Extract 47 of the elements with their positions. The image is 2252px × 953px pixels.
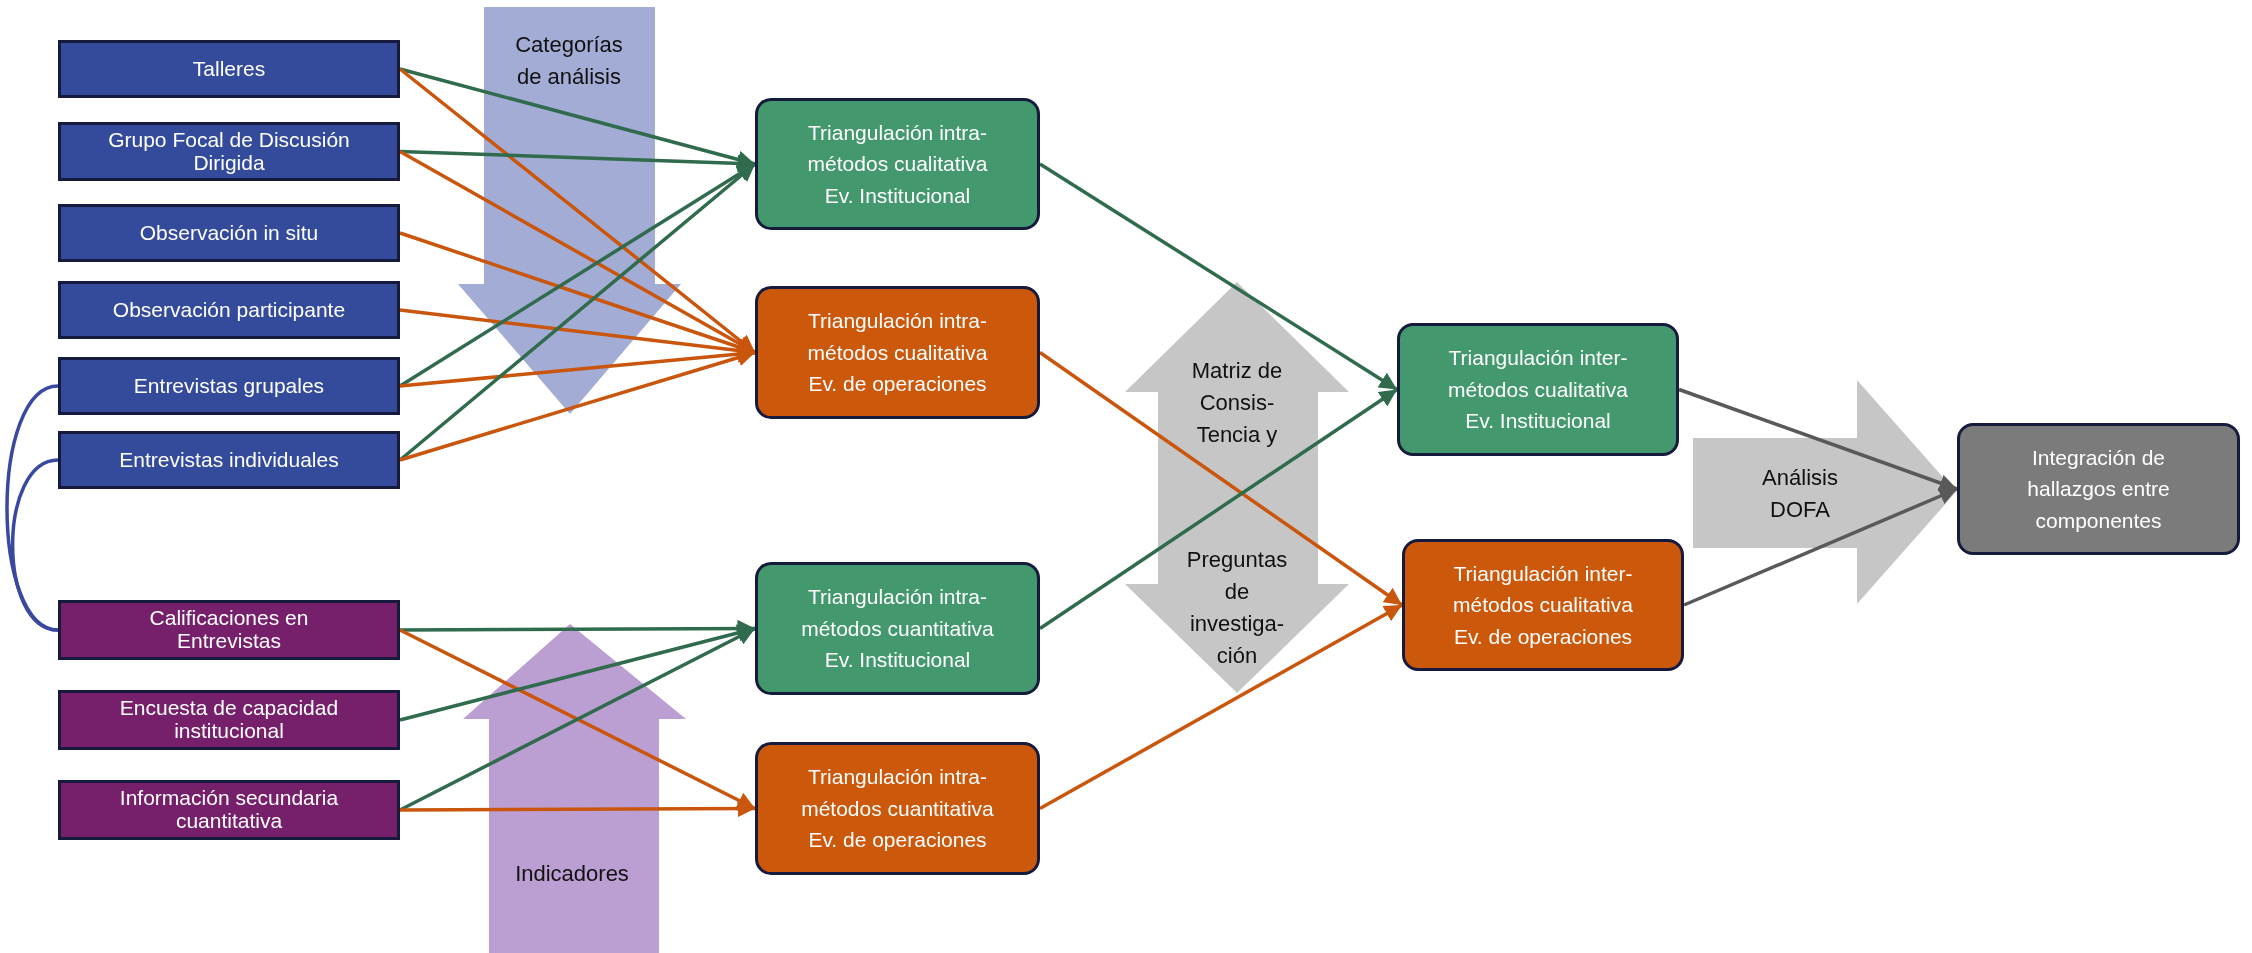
- box-label: Calificaciones en Entrevistas: [148, 607, 310, 653]
- arrow: [1039, 162, 1398, 391]
- process-box: [1402, 539, 1684, 671]
- arrow: [400, 799, 755, 818]
- box-label: Talleres: [192, 57, 266, 81]
- box-label: Integración de hallazgos entre componentes: [2026, 444, 2171, 534]
- process-box: [58, 204, 400, 262]
- process-box: [755, 742, 1040, 875]
- arrow: [1039, 351, 1403, 607]
- process-box: [755, 286, 1040, 419]
- process-box: [58, 780, 400, 840]
- process-box: [755, 98, 1040, 230]
- arrow: [1678, 387, 1958, 492]
- arrow-label: Matriz de Consis-Tencia y: [1190, 357, 1284, 449]
- box-label: Triangulación inter-métodos cualitativa Ev. de operaciones: [1452, 560, 1634, 650]
- arrow-label: Categorías de análisis: [514, 31, 624, 91]
- arrow-label: Preguntas de investiga-ción: [1185, 546, 1289, 670]
- process-box: [58, 40, 400, 98]
- box-label: Triangulación intra-métodos cualitativa Ev. Institucional: [806, 119, 989, 209]
- process-box: [58, 690, 400, 750]
- process-box: [58, 281, 400, 339]
- arrow: [1039, 603, 1403, 811]
- process-box: [58, 431, 400, 489]
- process-box: [58, 600, 400, 660]
- box-label: Grupo Focal de Discusión Dirigida: [107, 128, 351, 175]
- box-label: Entrevistas individuales: [119, 448, 339, 472]
- process-box: [58, 122, 400, 181]
- arrow-label: Análisis DOFA: [1761, 464, 1839, 524]
- arrow: [399, 624, 756, 722]
- connector-line: [10, 458, 59, 632]
- box-label: Encuesta de capacidad institucional: [118, 697, 340, 743]
- arrow: [1683, 487, 1958, 607]
- box-label: Triangulación intra-métodos cualitativa Ev. de operaciones: [806, 308, 989, 398]
- arrow: [1039, 388, 1398, 630]
- process-box: [755, 562, 1040, 695]
- box-label: Triangulación intra-métodos cuantitativa Ev. de operaciones: [800, 764, 995, 854]
- box-label: Triangulación inter-métodos cualitativa Ev. Institucional: [1447, 345, 1629, 435]
- process-box: [1957, 423, 2240, 555]
- box-label: Triangulación intra-métodos cuantitativa Ev. Institucional: [800, 584, 995, 674]
- process-box: [58, 357, 400, 415]
- block-arrow: [1693, 380, 1956, 604]
- arrow-label: Indicadores: [514, 860, 630, 888]
- box-label: Información secundaria cuantitativa: [118, 787, 340, 833]
- box-label: Observación participante: [112, 298, 346, 322]
- box-label: Entrevistas grupales: [133, 374, 325, 398]
- process-box: [1397, 323, 1679, 456]
- box-label: Observación in situ: [139, 221, 319, 245]
